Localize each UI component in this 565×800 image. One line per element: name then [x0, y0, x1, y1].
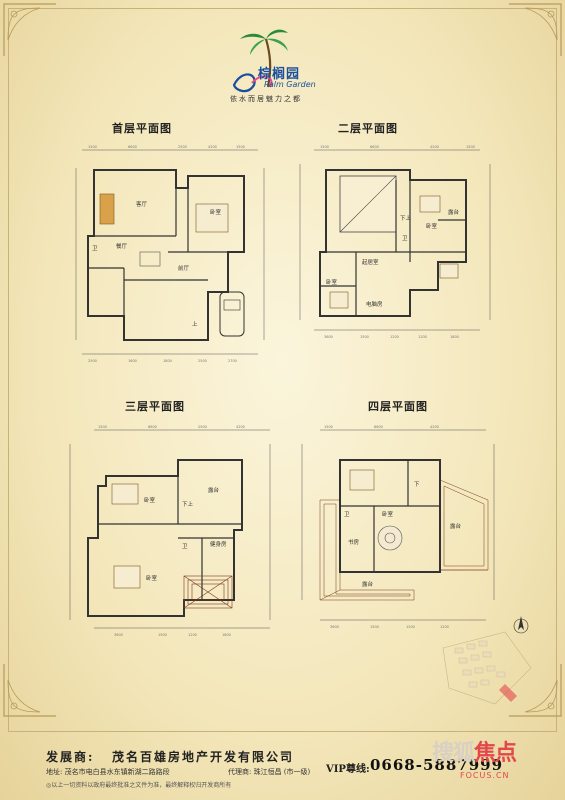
room-label: 卧室 — [426, 222, 438, 230]
svg-text:1800: 1800 — [222, 633, 231, 637]
vip-hotline-label: VIP尊线: — [326, 764, 370, 775]
brand-slogan: 依水而居魅力之都 — [230, 95, 302, 103]
svg-text:4200: 4200 — [430, 425, 439, 429]
address-text: 地址: 茂名市电白县水东镇新湖二路路段 — [46, 768, 170, 776]
room-label: 露台 — [448, 208, 460, 216]
svg-text:1500: 1500 — [88, 145, 97, 149]
room-label: 卧室 — [210, 208, 222, 216]
floor-plan-2: 1500 6600 4200 1500 3600 1500 1200 1200 1800 露台… — [290, 140, 500, 340]
svg-text:1500: 1500 — [320, 145, 329, 149]
room-label: 卫 — [182, 543, 188, 550]
corner-ornament-icon — [505, 0, 565, 60]
room-label: 卫 — [92, 245, 98, 252]
developer-name: 茂名百雄房地产开发有限公司 — [112, 750, 295, 764]
floor-plan-4: 1500 6600 4200 3600 1500 1200 1200 卧室 露台 书房 露… — [290, 420, 502, 630]
sohu-focus-watermark: 搜狐焦点 — [432, 735, 517, 767]
svg-text:1200: 1200 — [390, 335, 399, 339]
svg-text:2500: 2500 — [198, 425, 207, 429]
svg-text:1500: 1500 — [98, 425, 107, 429]
floor-plan-title: 四层平面图 — [368, 400, 428, 413]
corner-ornament-icon — [0, 660, 60, 720]
watermark-text-a: 搜狐 — [432, 741, 475, 766]
svg-text:2500: 2500 — [198, 359, 207, 363]
svg-text:3600: 3600 — [330, 625, 339, 629]
floor-plan-title: 首层平面图 — [112, 122, 172, 135]
svg-text:6600: 6600 — [128, 145, 137, 149]
svg-text:1200: 1200 — [418, 335, 427, 339]
room-label: 露台 — [362, 580, 374, 588]
floor-plan-1: 1500 6600 2500 4200 1500 2500 1600 1800 2500 270… — [68, 140, 268, 365]
brand-name-cn: 棕榈园 — [258, 67, 301, 82]
room-label: 卧室 — [326, 278, 338, 286]
room-label: 露台 — [450, 522, 462, 530]
room-label: 上 — [192, 320, 198, 328]
svg-text:2500: 2500 — [88, 359, 97, 363]
svg-text:2700: 2700 — [228, 359, 237, 363]
svg-text:1200: 1200 — [440, 625, 449, 629]
disclaimer-note: ◎以上一切资料以政府最终批准之文件为准，最终解释权归开发商所有 — [46, 782, 232, 789]
svg-text:1500: 1500 — [466, 145, 475, 149]
svg-text:6600: 6600 — [148, 425, 157, 429]
svg-text:4200: 4200 — [208, 145, 217, 149]
agent-text: 代理商: 珠江恒昌 (市一级) — [228, 768, 311, 776]
watermark-text-b: 焦点 — [474, 741, 517, 766]
svg-text:1500: 1500 — [360, 335, 369, 339]
room-label: 客厅 — [136, 200, 148, 208]
svg-text:1500: 1500 — [158, 633, 167, 637]
north-arrow-icon — [512, 612, 530, 636]
room-label: 卧室 — [144, 496, 156, 504]
svg-text:4200: 4200 — [430, 145, 439, 149]
room-label: 卫 — [402, 235, 408, 242]
floor-plan-title: 二层平面图 — [338, 122, 398, 135]
svg-text:1500: 1500 — [370, 625, 379, 629]
decorative-frame — [8, 8, 557, 732]
brand-name-en: Palm Garden — [264, 80, 316, 89]
room-label: 下 — [414, 481, 420, 488]
svg-text:1200: 1200 — [406, 625, 415, 629]
svg-text:3600: 3600 — [324, 335, 333, 339]
svg-text:1600: 1600 — [128, 359, 137, 363]
room-label: 电脑房 — [366, 300, 383, 308]
svg-text:6600: 6600 — [374, 425, 383, 429]
room-label: 起居室 — [362, 258, 379, 266]
room-label: 露台 — [208, 486, 220, 494]
room-label: 前厅 — [178, 264, 190, 272]
developer-label: 发展商: — [46, 750, 95, 764]
svg-text:1500: 1500 — [324, 425, 333, 429]
room-label: 书房 — [348, 538, 360, 546]
room-label: 下上 — [400, 214, 412, 222]
corner-ornament-icon — [505, 660, 565, 720]
svg-text:1800: 1800 — [163, 359, 172, 363]
svg-text:2500: 2500 — [178, 145, 187, 149]
room-label: 卫 — [344, 511, 350, 518]
palm-garden-logo — [228, 25, 358, 103]
svg-text:1200: 1200 — [188, 633, 197, 637]
svg-text:6600: 6600 — [370, 145, 379, 149]
svg-text:1800: 1800 — [450, 335, 459, 339]
room-label: 健身房 — [210, 540, 227, 548]
room-label: 卧室 — [382, 510, 394, 518]
svg-text:4200: 4200 — [236, 425, 245, 429]
vip-hotline-number: 0668-5887999 — [370, 756, 504, 774]
site-plan-map — [435, 628, 535, 708]
room-label: 下上 — [182, 500, 194, 508]
room-label: 餐厅 — [116, 242, 128, 250]
svg-text:1500: 1500 — [236, 145, 245, 149]
watermark-url: FOCUS.CN — [460, 771, 510, 780]
floor-plan-title: 三层平面图 — [125, 400, 185, 413]
room-label: 卧室 — [146, 574, 158, 582]
svg-text:3600: 3600 — [114, 633, 123, 637]
corner-ornament-icon — [0, 0, 60, 60]
palm-tree-icon — [232, 29, 288, 93]
